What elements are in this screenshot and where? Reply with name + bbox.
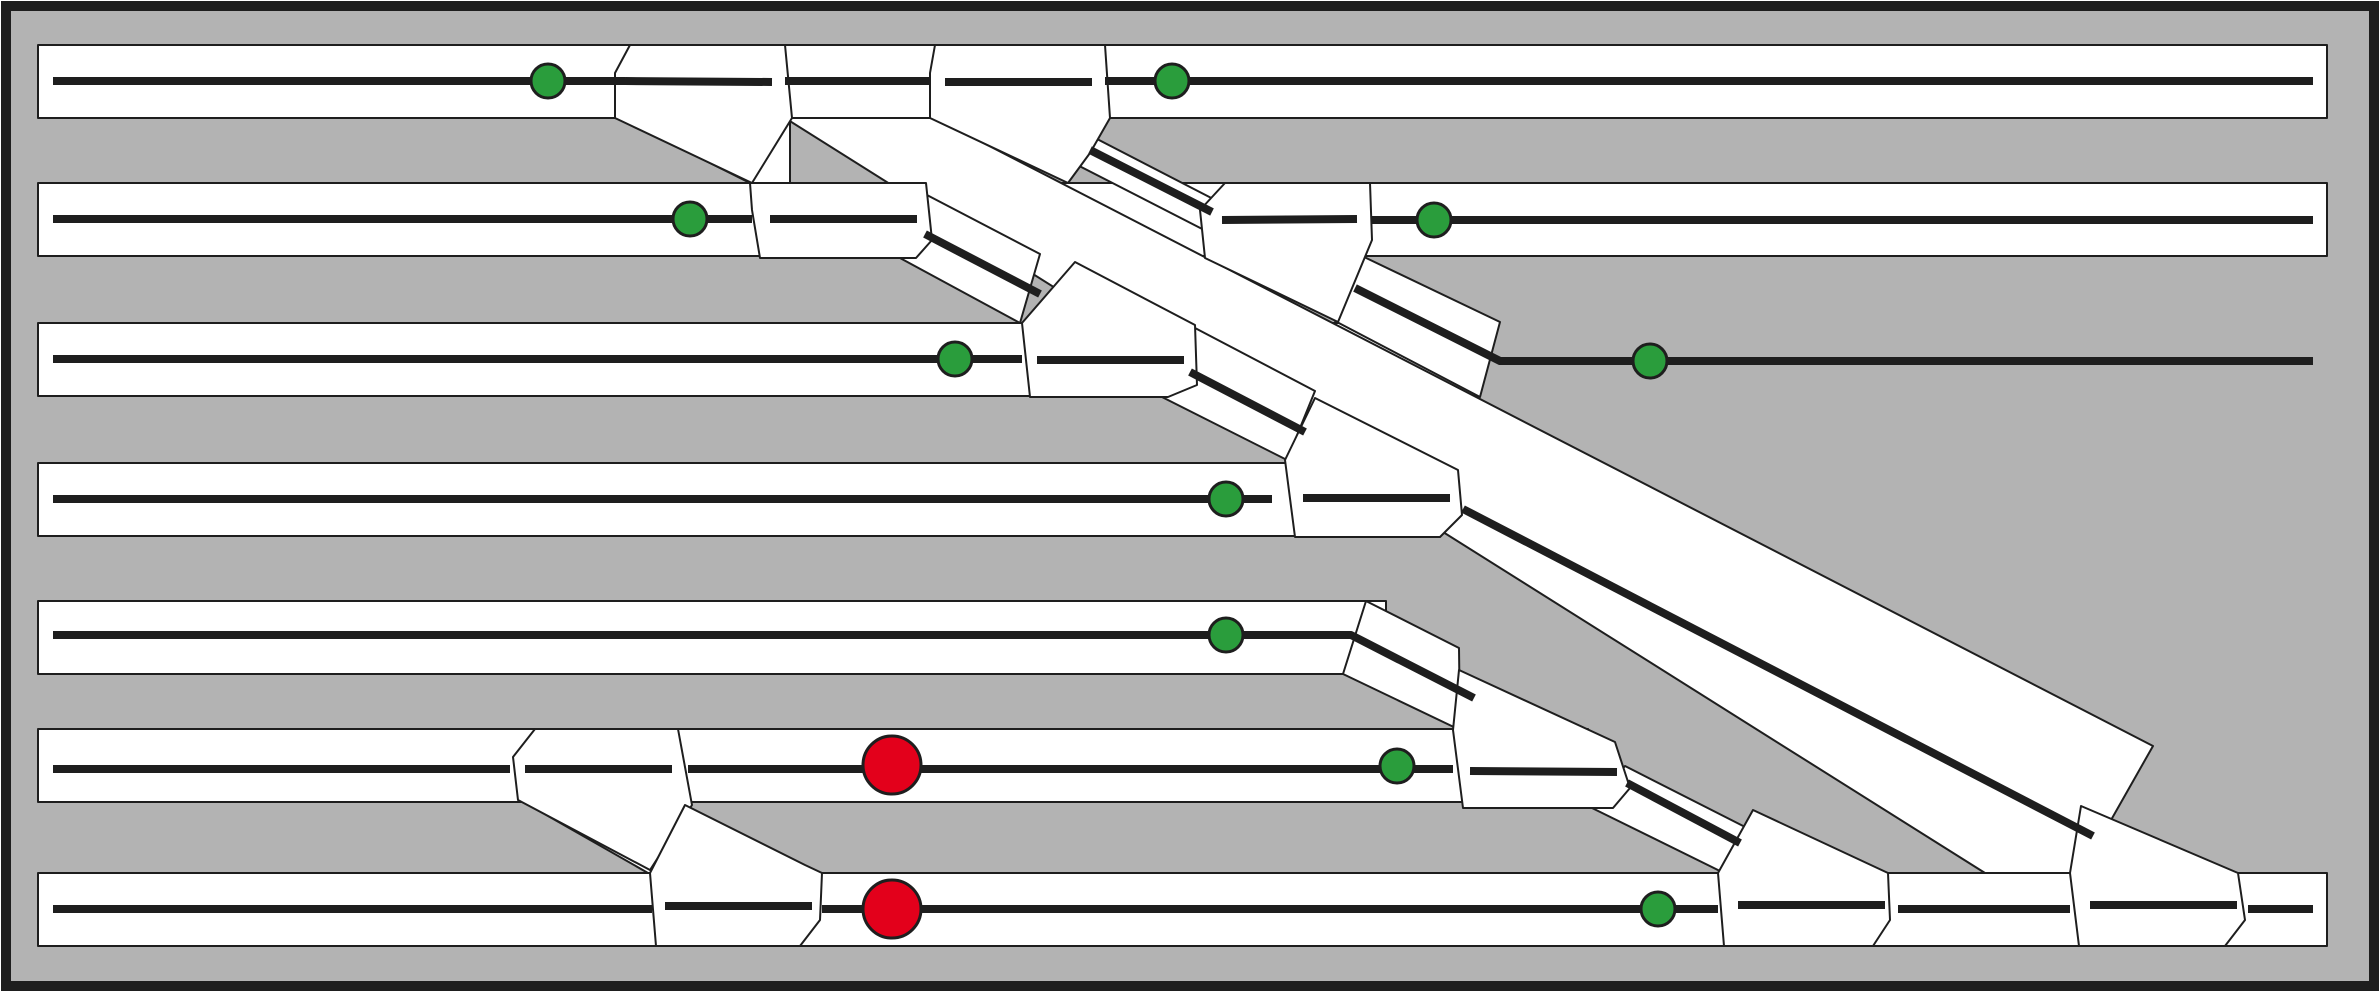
signal-green-t6 [1378,747,1416,785]
signal-green-t4 [1207,480,1245,518]
signal-green-t1-right [1153,62,1191,100]
signal-green-t2-left [671,200,709,238]
track-band-cutouts [1375,257,2330,397]
rail-t2-sw4 [1221,215,1358,224]
signal-red-t7 [861,878,923,940]
switch-box-10 [1717,809,1891,947]
rail-diag-sw5-sw6 [1188,368,1307,436]
connector-band5-sw11 [1342,600,1461,731]
rail-diag-sw3-sw5 [923,230,1042,298]
rail-t1-sw1 [624,77,773,86]
switch-box-8 [512,728,693,871]
rail-t5-a [53,631,1476,702]
switch-box-11 [2069,805,2246,947]
rail-t3-b [1353,284,2313,365]
rails [53,77,2313,913]
signal-green-t3-right [1631,342,1669,380]
rail-diag-sw7-sw10 [1625,779,1742,847]
band-2-cutout [1375,257,2330,322]
signals [529,62,1677,940]
rail-t6-sw7 [1469,767,1618,776]
switch-box-9 [649,804,823,947]
rail-diag-main [1461,505,2095,840]
switch-box-6 [1284,397,1463,538]
signal-green-t7 [1639,890,1677,928]
signal-red-t6 [861,734,923,796]
signal-green-t2-right [1415,201,1453,239]
signal-green-t3-left [936,340,974,378]
signal-green-t1-left [529,62,567,100]
rail-diag-sw2-sw4 [1088,146,1214,216]
signal-green-t5 [1207,616,1245,654]
